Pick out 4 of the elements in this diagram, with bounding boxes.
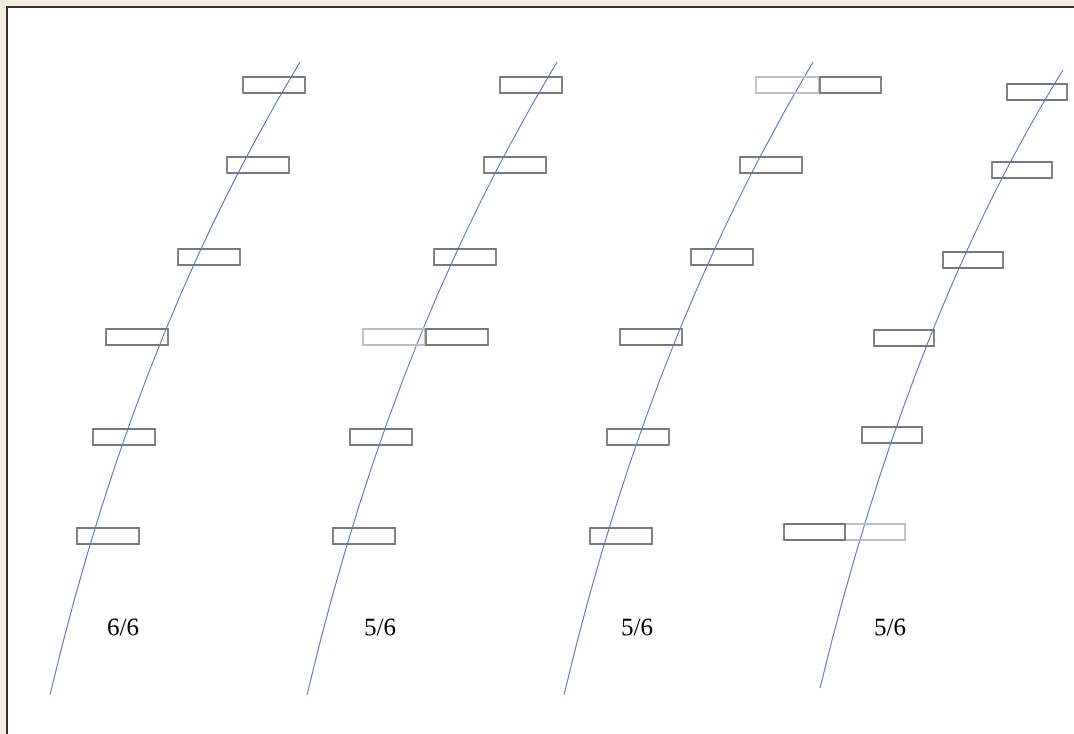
efficiency-label: 6/6 (108, 618, 139, 636)
efficiency-label: 5/6 (365, 618, 396, 636)
efficiency-label: 5/6 (875, 618, 906, 636)
efficiency-label: 5/6 (622, 618, 653, 636)
